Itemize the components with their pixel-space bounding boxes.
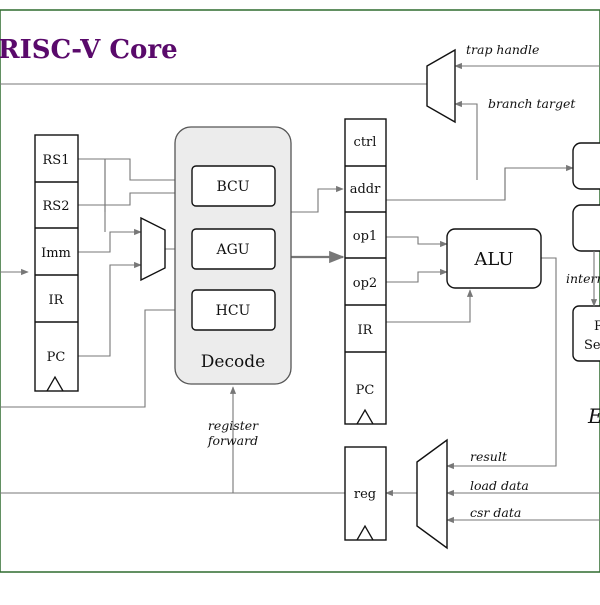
bcu-label: BCU (216, 179, 249, 195)
branch-target-label: branch target (488, 96, 576, 111)
pipe-op2-label: op2 (353, 276, 377, 291)
reg-rs1-label: RS1 (43, 153, 70, 168)
right-unit-middle (572, 204, 600, 252)
clock-triangle-icon (356, 524, 374, 541)
csr-data-label: csr data (470, 505, 521, 520)
register-forward-label-1: register (208, 418, 259, 433)
register-forward-label-2: forward (207, 433, 258, 448)
decode-block: BCU AGU HCU Decode (174, 126, 292, 385)
clock-triangle-icon (356, 408, 374, 425)
trap-handle-label: trap handle (466, 42, 539, 57)
right-unit-r-label: R (594, 319, 600, 334)
reg-imm-label: Imm (41, 246, 71, 261)
pipeline-register: ctrl addr op1 op2 IR PC (344, 118, 387, 425)
clock-triangle-icon (46, 375, 64, 392)
hcu-label: HCU (216, 303, 251, 319)
outer-frame (0, 9, 600, 573)
pipe-addr-label: addr (350, 182, 381, 197)
operand-mux (140, 216, 166, 282)
left-register-file: RS1 RS2 Imm IR PC (34, 134, 79, 392)
writeback-reg-label: reg (354, 487, 376, 502)
agu-label: AGU (215, 242, 249, 258)
pc-select-mux (426, 48, 456, 124)
right-unit-top (572, 142, 600, 190)
alu-block (446, 228, 542, 289)
page-title: RISC-V Core (0, 35, 178, 65)
reg-ir-label: IR (49, 293, 65, 308)
wires (0, 62, 600, 524)
e-partial-label: E (587, 404, 600, 428)
decode-label: Decode (201, 352, 265, 372)
result-label: result (470, 449, 508, 464)
right-unit-se-label: Se (584, 338, 600, 353)
intern-label: intern (566, 271, 600, 286)
reg-rs2-label: RS2 (43, 199, 70, 214)
reg-pc-label: PC (47, 350, 66, 365)
writeback-mux (416, 438, 448, 550)
alu-label: ALU (473, 249, 513, 270)
writeback-register: reg (344, 446, 387, 541)
pipe-op1-label: op1 (353, 229, 377, 244)
pipe-ctrl-label: ctrl (354, 135, 377, 150)
pipe-pc-label: PC (356, 383, 375, 398)
pipe-ir-label: IR (358, 323, 374, 338)
load-data-label: load data (470, 478, 529, 493)
